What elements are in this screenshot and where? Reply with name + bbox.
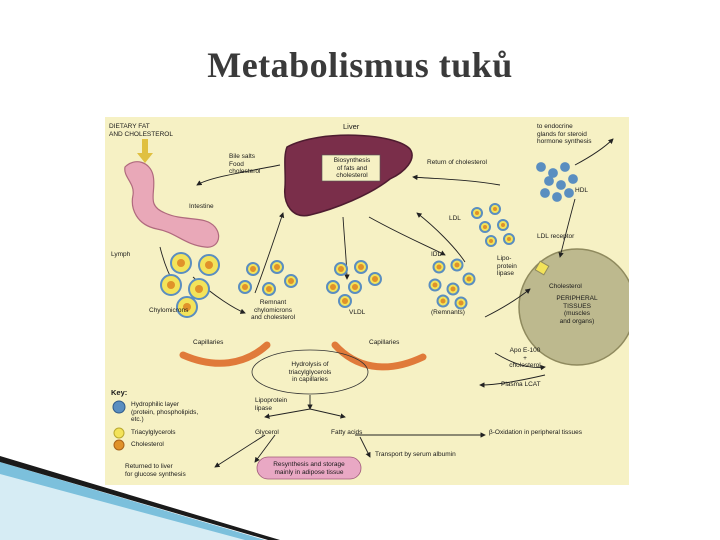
chylomicron-particle <box>160 274 182 296</box>
label-intestine: Intestine <box>189 203 214 210</box>
hdl-particle <box>536 162 546 172</box>
ldl-particle <box>479 221 491 233</box>
key-title: Key: <box>111 388 128 397</box>
remnant-particle <box>238 280 252 294</box>
peripheral-tissue-cell <box>518 248 629 366</box>
label-dietary: DIETARY FAT AND CHOLESTEROL <box>109 123 173 138</box>
label-return-cholesterol: Return of cholesterol <box>427 159 487 166</box>
vldl-particle <box>326 280 340 294</box>
ldl-particle <box>485 235 497 247</box>
hdl-particle <box>544 176 554 186</box>
remnant-particle <box>246 262 260 276</box>
label-idl: IDL <box>431 251 442 258</box>
chylomicron-particle <box>198 254 220 276</box>
ldl-particle <box>489 203 501 215</box>
vldl-particle <box>368 272 382 286</box>
key-triacylglycerol-swatch <box>113 427 125 439</box>
label-lipoprotein-lipase: Lipo- protein lipase <box>497 255 517 277</box>
label-capillaries-right: Capillaries <box>369 339 400 346</box>
diagram-graphics <box>124 134 629 480</box>
hdl-particle <box>564 188 574 198</box>
capillary-right <box>331 341 427 371</box>
vldl-particle <box>348 280 362 294</box>
label-fatty-acids: Fatty acids <box>331 429 363 436</box>
dietary-arrow-head <box>137 153 153 163</box>
chylomicron-particle <box>176 296 198 318</box>
slide-title: Metabolismus tuků <box>207 45 513 85</box>
label-hdl: HDL <box>575 187 589 194</box>
ldl-particle <box>471 207 483 219</box>
hdl-particle <box>548 168 558 178</box>
idl-particle <box>428 278 442 292</box>
label-endocrine: to endocrine glands for steroid hormone … <box>537 123 592 145</box>
lipid-metabolism-diagram: DIETARY FAT AND CHOLESTEROL Liver Bile s… <box>105 117 629 485</box>
remnant-particle <box>262 282 276 296</box>
lipoprotein-particles <box>160 162 578 318</box>
label-bile: Bile salts Food cholesterol <box>229 153 261 175</box>
hdl-particle <box>560 162 570 172</box>
key-cholesterol-label: Cholesterol <box>131 441 164 448</box>
label-cholesterol: Cholesterol <box>549 283 582 290</box>
label-chylomicrons: Chylomicrons <box>149 307 189 314</box>
label-peripheral: PERIPHERAL TISSUES (muscles and organs) <box>556 295 598 325</box>
hdl-particle <box>556 180 566 190</box>
idl-particle <box>454 296 468 310</box>
label-ldl: LDL <box>449 215 461 222</box>
label-transport: Transport by serum albumin <box>375 451 456 458</box>
key-cholesterol-swatch <box>113 439 125 451</box>
key-hydrophilic-swatch <box>112 400 126 414</box>
ldl-particle <box>497 219 509 231</box>
label-apo: Apo E-100 + cholesterol <box>509 347 541 369</box>
label-resynthesis: Resynthesis and storage mainly in adipos… <box>273 461 345 476</box>
vldl-particle <box>354 260 368 274</box>
label-vldl: VLDL <box>349 309 366 316</box>
key-triacylglycerol-label: Triacylglycerols <box>131 429 176 436</box>
vldl-particle <box>338 294 352 308</box>
idl-particle <box>446 282 460 296</box>
label-plasma-lcat: Plasma LCAT <box>501 381 541 388</box>
label-glycerol: Glycerol <box>255 429 279 436</box>
hdl-particle <box>552 192 562 202</box>
remnant-particle <box>284 274 298 288</box>
vldl-particle <box>334 262 348 276</box>
diagram-key: Key: Hydrophilic layer (protein, phospho… <box>109 387 221 463</box>
chylomicron-particle <box>188 278 210 300</box>
label-remnants: (Remnants) <box>431 309 465 316</box>
remnant-particle <box>270 260 284 274</box>
hydrolysis-oval <box>251 349 369 395</box>
slide-decoration <box>0 456 280 540</box>
hdl-particle <box>568 174 578 184</box>
idl-particle <box>450 258 464 272</box>
label-capillaries-left: Capillaries <box>193 339 224 346</box>
label-liver: Liver <box>343 122 360 131</box>
key-hydrophilic-label: Hydrophilic layer (protein, phospholipid… <box>131 401 199 423</box>
idl-particle <box>436 294 450 308</box>
liver-label-box <box>321 154 381 182</box>
label-ldl-receptor: LDL receptor <box>537 233 575 240</box>
ldl-particle <box>503 233 515 245</box>
label-remnant: Remnant chylomicrons and cholesterol <box>250 299 296 321</box>
key-swatches <box>112 400 126 451</box>
label-lymph: Lymph <box>111 251 131 258</box>
deco-dark-line <box>0 456 280 540</box>
deco-blue-band <box>0 462 265 540</box>
capillary-left <box>179 341 271 367</box>
idl-particle <box>432 260 446 274</box>
ldl-receptor-shape <box>534 260 550 276</box>
intestine-shape <box>124 161 220 248</box>
resynthesis-box <box>256 456 362 480</box>
label-returned: Returned to liver for glucose synthesis <box>125 463 186 478</box>
idl-particle <box>462 272 476 286</box>
hdl-particle <box>540 188 550 198</box>
label-hydrolysis: Hydrolysis of triacylglycerols in capill… <box>288 361 332 383</box>
label-biosynthesis: Biosynthesis of fats and cholesterol <box>333 157 371 179</box>
chylomicron-particle <box>170 252 192 274</box>
label-beta-oxidation: β-Oxidation in peripheral tissues <box>489 429 582 436</box>
label-lipoprotein-lipase-2: Lipoprotein lipase <box>255 397 288 412</box>
